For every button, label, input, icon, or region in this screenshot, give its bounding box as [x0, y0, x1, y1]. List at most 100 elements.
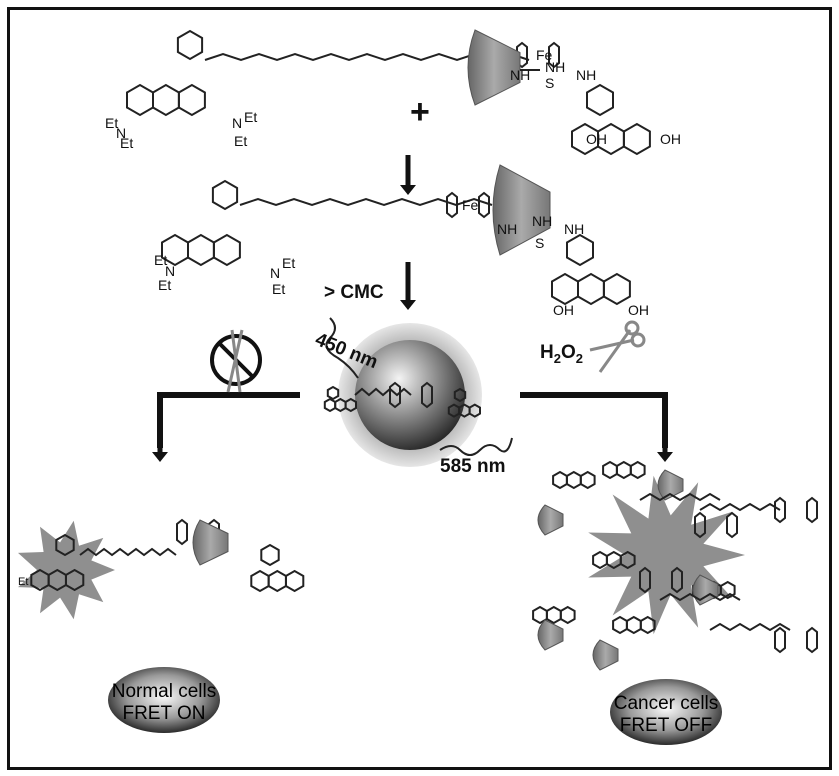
- structure-label: Et: [282, 255, 295, 271]
- cyclodextrin-cone: [467, 29, 521, 106]
- xanthene-ring: [344, 397, 357, 413]
- cyclopentadienyl-ring: [726, 511, 738, 539]
- benzene-ring: [55, 533, 75, 557]
- fluorescein-ring: [453, 387, 467, 403]
- scissors-icon: [589, 329, 635, 373]
- structure-label: NH: [545, 59, 565, 75]
- cyclopentadienyl-ring: [671, 566, 683, 594]
- structure-label: NH: [576, 67, 596, 83]
- fluorescence-burst: [18, 520, 115, 620]
- structure-label: O: [561, 342, 576, 363]
- xanthene-ring: [719, 580, 736, 600]
- rhodamine-donor-top: Et Et N N Et Et Fe: [105, 47, 553, 151]
- peg-chain: [639, 492, 721, 502]
- h2o2-label: H2O2: [540, 342, 583, 366]
- structure-label: NH: [510, 67, 530, 83]
- fluorescein-ring: [622, 122, 651, 156]
- molecular-structures: Et: [18, 29, 818, 671]
- structure-label: OH: [553, 302, 574, 318]
- normal-path-arrow-head: [152, 452, 168, 462]
- cancer-cells-badge: Cancer cells FRET OFF: [610, 679, 722, 745]
- structure-label: FRET ON: [122, 703, 205, 724]
- xanthene-ring: [552, 470, 568, 490]
- peg-chain: [239, 197, 493, 207]
- cyclopentadienyl-ring: [774, 496, 786, 524]
- cyclopentadienyl-ring: [548, 41, 560, 69]
- xanthene-ring: [629, 460, 646, 480]
- fluorescein-ring: [586, 83, 614, 117]
- no-scissors-icon: [210, 334, 262, 386]
- xanthene-ring: [579, 470, 596, 490]
- structure-label: Et: [244, 109, 257, 125]
- structure-label: OH: [660, 131, 681, 147]
- structure-label: Et: [234, 133, 247, 149]
- cyclopentadienyl-ring: [389, 381, 401, 409]
- scissors-handle: [630, 332, 646, 348]
- xanthene-ring: [615, 460, 632, 480]
- structure-label: N: [270, 265, 280, 281]
- structure-label: Et: [158, 277, 171, 293]
- excitation-wave: [325, 317, 359, 379]
- fluorescein-ring: [551, 272, 579, 306]
- cyclopentadienyl-ring: [421, 381, 433, 409]
- benzene-ring: [211, 179, 239, 211]
- xanthene-ring: [565, 470, 582, 490]
- cmc-label: > CMC: [324, 282, 384, 303]
- xanthene-ring: [64, 568, 85, 592]
- cyclodextrin-cone: [192, 519, 229, 566]
- fluorescein-ring: [602, 272, 631, 306]
- scissors-icon: [226, 329, 244, 393]
- structure-label: OH: [586, 131, 607, 147]
- xanthene-ring: [602, 460, 618, 480]
- fluorescein-ring: [566, 233, 594, 267]
- peg-chain: [79, 547, 177, 557]
- xanthene-ring: [612, 615, 628, 635]
- fluorescein-ring: [267, 569, 287, 593]
- xanthene-ring: [592, 550, 608, 570]
- figure-frame: [7, 7, 832, 770]
- cyclodextrin-cone: [492, 164, 551, 256]
- structure-label: +: [410, 93, 430, 131]
- cyclodextrin-fluorescein-top: + NH NH NH S OH OH: [410, 59, 681, 147]
- branch-cancer: [520, 392, 668, 448]
- structure-label: Fe: [462, 197, 479, 213]
- structure-label: 2: [554, 351, 561, 366]
- structure-label: N: [232, 115, 242, 131]
- structure-label: N: [116, 125, 126, 141]
- cyclopentadienyl-ring: [176, 518, 188, 546]
- complex-structure: Et N Et N Et Et Fe NH NH NH S OH OH > CM…: [154, 197, 649, 318]
- peg-chain: [699, 502, 781, 512]
- self-assembly-arrow-head: [400, 300, 416, 310]
- xanthene-ring: [177, 83, 206, 117]
- structure-label: NH: [564, 221, 584, 237]
- structure-label: Cancer cells: [614, 693, 719, 714]
- cyclopentadienyl-ring: [446, 191, 458, 219]
- structure-label: S: [535, 235, 544, 251]
- fluorescein-ring: [260, 543, 280, 567]
- cyclopentadienyl-ring: [516, 41, 528, 69]
- emission-wave: [439, 437, 513, 456]
- structure-label: Fe: [536, 47, 553, 63]
- normal-cells-badge: Normal cells FRET ON: [108, 667, 220, 733]
- peg-chain: [354, 387, 412, 397]
- quenched-burst: [588, 475, 745, 635]
- benzene-ring: [176, 29, 204, 61]
- xanthene-ring: [559, 605, 576, 625]
- cyclopentadienyl-ring: [806, 496, 818, 524]
- xanthene-ring: [625, 615, 642, 635]
- structure-label: NH: [497, 221, 517, 237]
- fluorescein-ring: [468, 403, 481, 418]
- structure-label: Et: [105, 115, 118, 131]
- xanthene-ring: [323, 397, 337, 413]
- peg-chain: [659, 592, 741, 602]
- xanthene-ring: [187, 233, 215, 267]
- scissors-handle: [624, 320, 640, 336]
- emission-label: 585 nm: [440, 456, 505, 477]
- cyclopentadienyl-ring: [478, 191, 490, 219]
- structure-label: N: [165, 263, 175, 279]
- structure-label: Et: [272, 281, 285, 297]
- structure-label: OH: [628, 302, 649, 318]
- branch-normal: [157, 392, 300, 448]
- cancer-path-arrow-head: [657, 452, 673, 462]
